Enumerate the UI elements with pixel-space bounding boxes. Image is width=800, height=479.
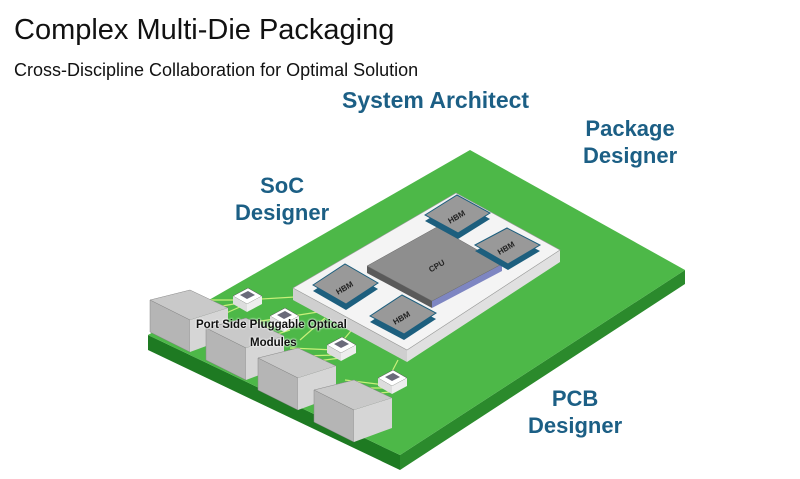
retimer-chips [232, 287, 408, 394]
optical-module [313, 379, 393, 443]
hbm-die: HBM [473, 227, 542, 270]
slide-subtitle: Cross-Discipline Collaboration for Optim… [14, 60, 419, 80]
hbm-die: HBM [424, 194, 491, 239]
role-line: PCB [551, 386, 599, 411]
role-line: Designer [583, 143, 678, 168]
small-chip [269, 307, 300, 332]
role-soc-designer: SoC Designer [235, 172, 329, 226]
small-chip [232, 287, 263, 312]
substrate-side [293, 288, 407, 362]
slide-title: Complex Multi-Die Packaging [14, 14, 395, 46]
hbm-stacks: HBM HBM HBM HBM [312, 194, 542, 340]
role-line: Designer [528, 413, 623, 438]
substrate-side-right [407, 250, 560, 362]
role-line: Designer [235, 200, 330, 225]
modules-label-line2: Modules [250, 337, 297, 349]
pcb-board-side-right [400, 270, 685, 470]
role-package-designer: Package Designer [583, 115, 677, 169]
role-line: SoC [260, 173, 305, 198]
hbm-die: HBM [312, 263, 379, 310]
role-pcb-designer: PCB Designer [528, 385, 622, 439]
role-line: Package [585, 116, 675, 141]
optical-modules [149, 289, 393, 443]
small-chip [377, 369, 408, 394]
cpu-die-side [367, 266, 432, 308]
hbm-die: HBM [369, 294, 437, 340]
small-chip [326, 336, 357, 361]
cpu-die-side-right [432, 264, 502, 308]
pcb-board-side-left [148, 335, 400, 470]
role-system-architect: System Architect [342, 87, 530, 113]
modules-label-line1: Port Side Pluggable Optical [196, 319, 347, 331]
